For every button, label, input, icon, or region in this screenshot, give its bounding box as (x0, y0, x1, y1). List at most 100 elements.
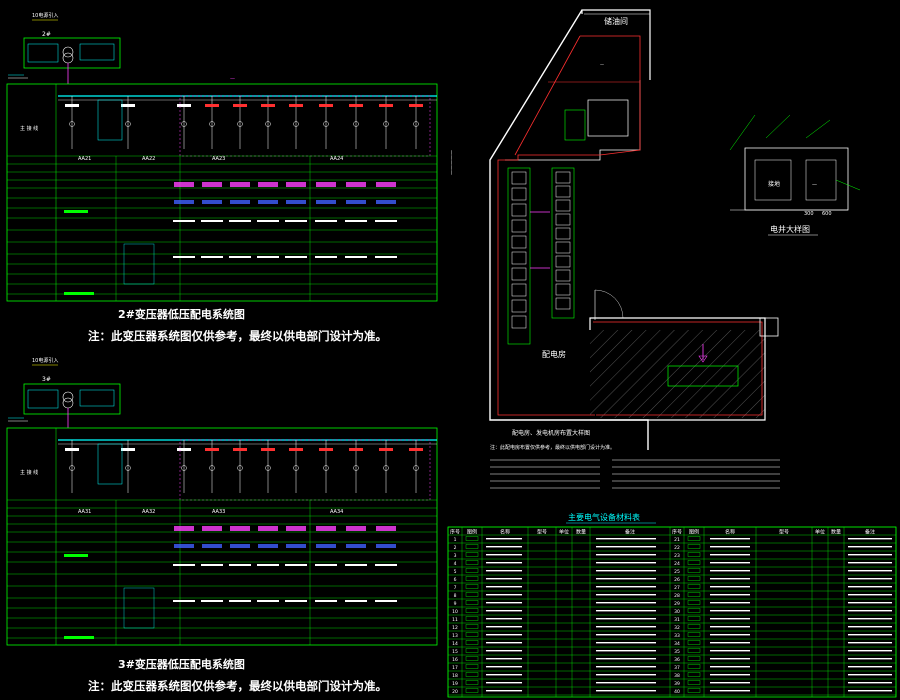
floorplan-note: 注：此配电房布置仅供参考，最终以供电部门设计为准。 (490, 444, 615, 451)
text-cell (285, 600, 307, 602)
eq-legend-symbol (687, 672, 701, 677)
breaker-mark (379, 104, 393, 107)
eq-text-mark (710, 682, 750, 684)
breaker-mark (319, 448, 333, 451)
switchgear-bay (507, 167, 531, 345)
current-cell (230, 200, 250, 204)
eq-text-mark (848, 626, 892, 628)
text-cell (257, 256, 279, 258)
diagram-3-title: 3#变压器低压配电系统图 (118, 657, 245, 671)
svg-text:—: — (812, 182, 817, 188)
text-cell (173, 600, 195, 602)
cyan-note-box (123, 587, 155, 629)
eq-row-number: 31 (674, 617, 680, 623)
eq-text-mark (848, 570, 892, 572)
eq-text-mark (710, 538, 750, 540)
switchgear-cabinet (555, 199, 571, 212)
eq-text-mark (848, 690, 892, 692)
text-cell (285, 220, 307, 222)
breaker-mark (177, 448, 191, 451)
eq-legend-symbol (687, 688, 701, 693)
eq-text-mark (710, 634, 750, 636)
meter-box (97, 99, 123, 141)
ct-mark (323, 121, 329, 127)
rating-cell (376, 526, 396, 531)
eq-row-number: 26 (674, 577, 680, 583)
eq-row-number: 38 (674, 673, 680, 679)
floorplan-caption: 配电房、发电机房布置大样图 (512, 429, 590, 437)
eq-text-mark (486, 538, 522, 540)
eq-row-number: 17 (452, 665, 458, 671)
eq-row-number: 20 (452, 689, 458, 695)
incoming-label-2: 10电源引入 (32, 12, 58, 19)
ct-mark (353, 121, 359, 127)
switchgear-cabinet (555, 171, 571, 184)
eq-row-number: 16 (452, 657, 458, 663)
feeder-group-box (179, 95, 431, 157)
breaker-mark (233, 448, 247, 451)
text-cell (173, 220, 195, 222)
text-cell (229, 564, 251, 566)
eq-row-number: 18 (452, 673, 458, 679)
eq-legend-symbol (687, 632, 701, 637)
ct-mark (209, 121, 215, 127)
eq-text-mark (848, 618, 892, 620)
eq-row-number: 3 (454, 553, 457, 559)
eq-header: 图例 (689, 529, 699, 536)
panel-aa32: AA32 (142, 509, 155, 515)
ct-mark (181, 121, 187, 127)
text-cell (229, 600, 251, 602)
eq-text-mark (710, 578, 750, 580)
eq-text-mark (710, 690, 750, 692)
eq-row-number: 36 (674, 657, 680, 663)
transformer-box-2 (23, 37, 121, 69)
diagram-3-note: 注：此变压器系统图仅供参考，最终以供电部门设计为准。 (88, 679, 387, 693)
current-cell (286, 544, 306, 548)
eq-text-mark (710, 602, 750, 604)
eq-legend-symbol (465, 600, 479, 605)
eq-row-number: 30 (674, 609, 680, 615)
eq-legend-symbol (465, 608, 479, 613)
system-diagram-3: 10电源引入 3# 主 接 线 AA31 AA32 AA33 AA34 3#变压… (6, 357, 438, 693)
rating-cell (316, 526, 336, 531)
breaker-mark (409, 104, 423, 107)
eq-text-mark (596, 618, 656, 620)
eq-row-number: 2 (454, 545, 457, 551)
eq-text-mark (848, 586, 892, 588)
breaker-mark (261, 448, 275, 451)
eq-text-mark (486, 690, 522, 692)
eq-legend-symbol (687, 640, 701, 645)
switchgear-bay (551, 167, 575, 319)
eq-text-mark (486, 626, 522, 628)
oil-room-label: 储油间 (604, 16, 628, 26)
text-cell (201, 220, 223, 222)
eq-text-mark (710, 642, 750, 644)
eq-header: 数量 (831, 529, 841, 536)
rating-cell (202, 182, 222, 187)
current-cell (258, 200, 278, 204)
text-cell (345, 220, 367, 222)
eq-text-mark (848, 546, 892, 548)
ct-mark (353, 465, 359, 471)
eq-legend-symbol (687, 680, 701, 685)
breaker-mark (121, 448, 135, 451)
eq-row-number: 21 (674, 537, 680, 543)
eq-legend-symbol (687, 648, 701, 653)
eq-row-number: 12 (452, 625, 458, 631)
ct-mark (323, 465, 329, 471)
eq-text-mark (848, 554, 892, 556)
text-cell (201, 600, 223, 602)
main-row-label-3: 主 接 线 (20, 469, 38, 476)
eq-legend-symbol (465, 672, 479, 677)
breaker-mark (409, 448, 423, 451)
panel-aa24: AA24 (330, 156, 343, 162)
breaker-mark (261, 104, 275, 107)
eq-text-mark (710, 610, 750, 612)
eq-text-mark (596, 634, 656, 636)
eq-legend-symbol (465, 584, 479, 589)
eq-header: 单位 (559, 529, 569, 536)
eq-text-mark (710, 618, 750, 620)
eq-text-mark (848, 594, 892, 596)
eq-text-mark (848, 674, 892, 676)
